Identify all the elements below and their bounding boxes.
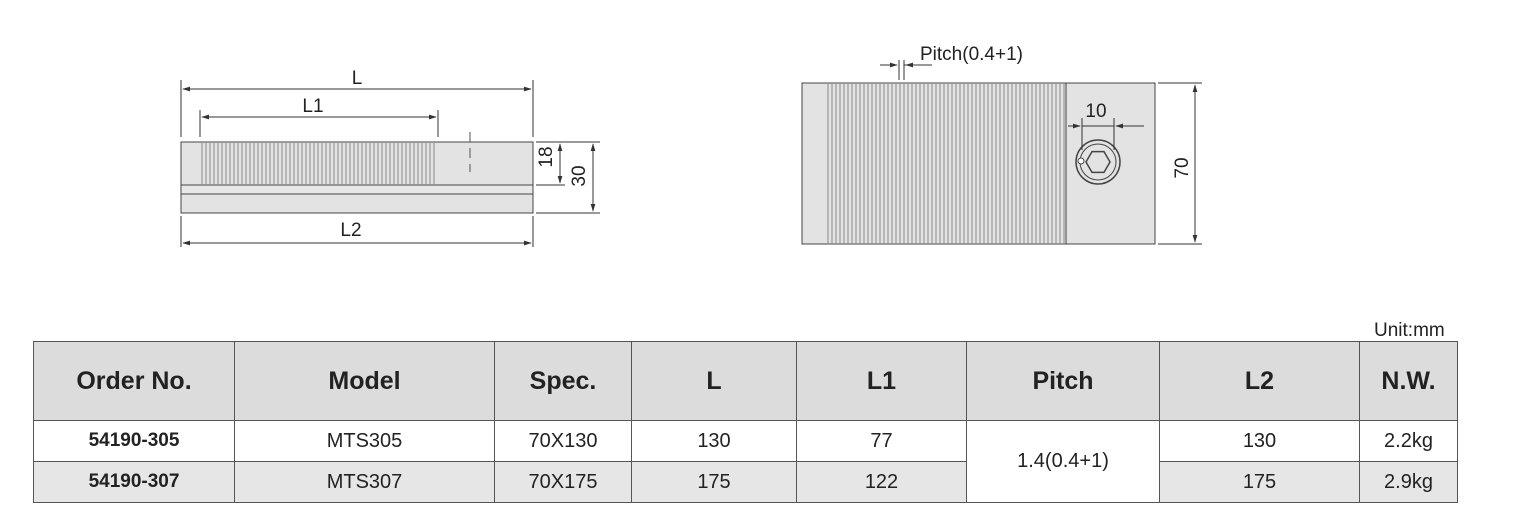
spec-table: Order No. Model Spec. L L1 Pitch L2 N.W.… <box>33 341 1458 503</box>
dim-label-30: 30 <box>569 165 590 186</box>
side-view: L L1 L2 18 30 <box>180 68 600 247</box>
side-view-lower-body <box>180 193 534 214</box>
top-view-serrations <box>827 84 1065 243</box>
side-view-base-strip <box>180 184 534 195</box>
dim-label-L1: L1 <box>302 96 323 117</box>
cell-l2: 175 <box>1159 461 1360 503</box>
header-model: Model <box>234 341 495 421</box>
cell-model: MTS305 <box>234 420 495 462</box>
side-view-serrations <box>201 143 435 184</box>
cell-l2: 130 <box>1159 420 1360 462</box>
cell-model: MTS307 <box>234 461 495 503</box>
header-spec: Spec. <box>494 341 632 421</box>
unit-label: Unit:mm <box>1374 320 1445 341</box>
hex-socket-icon <box>1075 139 1121 185</box>
table-row: 54190-305 MTS305 70X130 130 77 1.4(0.4+1… <box>33 420 1458 503</box>
dim-label-L: L <box>352 68 363 89</box>
cell-order-no: 54190-305 <box>33 420 235 462</box>
header-pitch: Pitch <box>966 341 1160 421</box>
cell-pitch: 1.4(0.4+1) <box>966 420 1160 503</box>
dim-label-18: 18 <box>536 146 557 167</box>
cell-l: 130 <box>631 420 797 462</box>
technical-drawing: L L1 L2 18 30 <box>180 44 1202 247</box>
dim-label-70: 70 <box>1172 157 1193 178</box>
cell-nw: 2.9kg <box>1359 461 1458 503</box>
side-view-upper-body <box>180 141 534 186</box>
table-header-row: Order No. Model Spec. L L1 Pitch L2 N.W. <box>33 341 1458 421</box>
dim-label-10: 10 <box>1085 101 1106 122</box>
cell-l1: 77 <box>796 420 967 462</box>
header-order-no: Order No. <box>33 341 235 421</box>
cell-order-no: 54190-307 <box>33 461 235 503</box>
cell-nw: 2.2kg <box>1359 420 1458 462</box>
header-nw: N.W. <box>1359 341 1458 421</box>
header-l: L <box>631 341 797 421</box>
header-l2: L2 <box>1159 341 1360 421</box>
top-view: 10 70 Pitch(0.4+1) <box>801 44 1202 245</box>
cell-l1: 122 <box>796 461 967 503</box>
cell-l: 175 <box>631 461 797 503</box>
dim-label-L2: L2 <box>340 220 361 241</box>
table-row: 54190-307 MTS307 70X175 175 122 175 2.9k… <box>33 461 1458 503</box>
dim-label-pitch: Pitch(0.4+1) <box>920 44 1023 65</box>
cell-spec: 70X130 <box>494 420 632 462</box>
cell-spec: 70X175 <box>494 461 632 503</box>
header-l1: L1 <box>796 341 967 421</box>
